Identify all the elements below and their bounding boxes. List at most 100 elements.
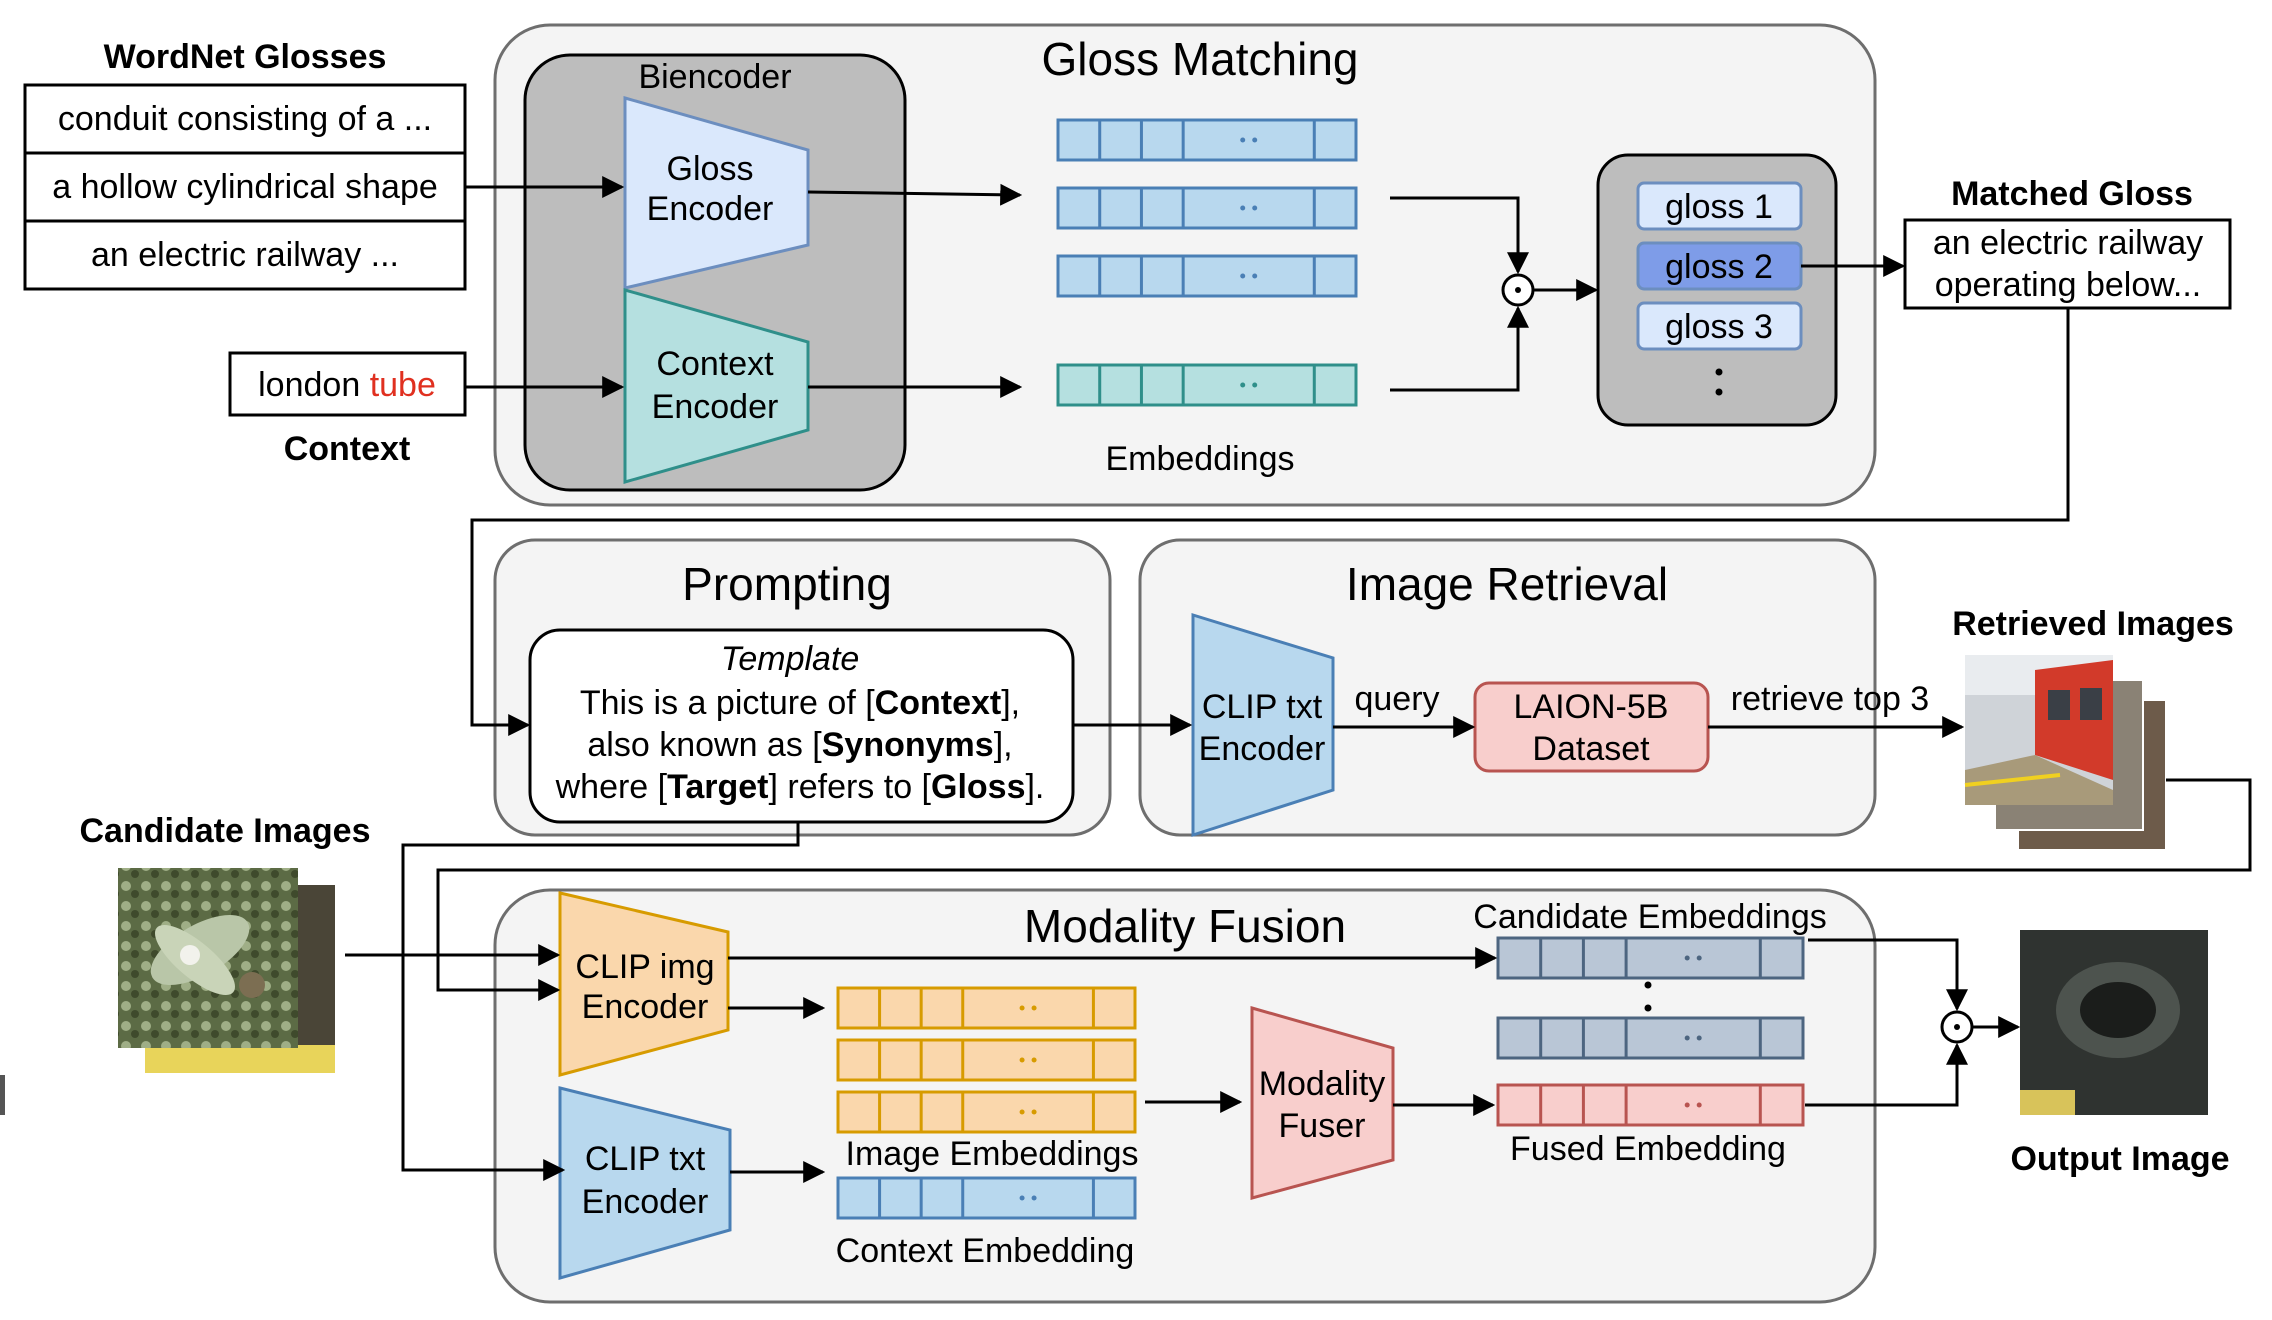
context-target-word: tube <box>370 366 436 404</box>
matched-gloss-line1: an electric railway <box>1933 224 2203 262</box>
candidate-images-stack <box>118 868 335 1073</box>
dataset-line1: LAION-5B <box>1514 688 1669 726</box>
retrieval-encoder-line2: Encoder <box>1199 730 1326 768</box>
arrow-gloss-encoder-to-embeds <box>807 183 1023 206</box>
context-encoder-line1: Context <box>656 345 774 383</box>
image-embedding-1 <box>836 986 1137 1030</box>
candidate-dot-a <box>1644 981 1652 989</box>
candidate-image-2-strip <box>145 1045 335 1073</box>
fuser-line1: Modality <box>1259 1065 1386 1103</box>
wordnet-gloss-2 <box>23 151 467 223</box>
template-line3: where [Target] refers to [Gloss]. <box>555 768 1045 806</box>
fusion-clip-txt-line2: Encoder <box>582 1183 709 1221</box>
wordnet-gloss-1 <box>23 83 467 155</box>
arrow-gloss-embeds-to-dot <box>1390 196 1529 275</box>
more-dot-b <box>1715 388 1723 396</box>
template-title: Template <box>721 640 860 678</box>
template-line3-c: ] refers to [ <box>769 768 932 806</box>
retrieved-image-1 <box>1964 655 2113 805</box>
candidate-dot-b <box>1644 1004 1652 1012</box>
image-embedding-2 <box>836 1038 1137 1082</box>
clip-img-encoder <box>558 891 730 1077</box>
template-line3-a: where [ <box>555 768 668 806</box>
candidate-image-1 <box>118 868 298 1048</box>
embeddings-label: Embeddings <box>1105 440 1294 478</box>
retrieve-label: retrieve top 3 <box>1731 680 1929 718</box>
context-embedding-vector <box>1056 363 1358 407</box>
gloss-item-1-label: gloss 1 <box>1665 188 1773 226</box>
matched-gloss-line2: operating below... <box>1935 266 2202 304</box>
gloss-embeddings <box>1056 118 1358 407</box>
dot-product-1-center <box>1515 287 1521 293</box>
template-line3-b: Target <box>667 768 768 806</box>
more-dot-a <box>1715 368 1723 376</box>
modality-fusion-title: Modality Fusion <box>1024 900 1346 952</box>
retrieved-images-stack <box>1964 655 2167 851</box>
template-line2-c: ], <box>994 726 1013 764</box>
context-word: london <box>258 366 360 404</box>
template-line1: This is a picture of [Context], <box>580 684 1020 722</box>
gloss-item-3-label: gloss 3 <box>1665 308 1773 346</box>
context-text: london tube <box>258 366 436 404</box>
arrow-fused-to-dot2 <box>1805 1042 1968 1107</box>
gloss-encoder-line1: Gloss <box>667 150 754 188</box>
output-image-title: Output Image <box>2010 1140 2229 1178</box>
prompting-title: Prompting <box>682 558 892 610</box>
fusion-embeddings <box>836 936 1805 1220</box>
connectors <box>345 176 2252 1183</box>
arrow-candidate-to-dot2 <box>1808 938 1968 1012</box>
matched-gloss-title: Matched Gloss <box>1951 175 2193 213</box>
clip-img-line1: CLIP img <box>575 948 714 986</box>
context-encoder <box>623 288 810 484</box>
template-line1-b: Context <box>875 684 1002 722</box>
fusion-context-embedding <box>836 1176 1137 1220</box>
arrow-template-to-clip-txt <box>401 822 800 1181</box>
gloss-encoder <box>623 96 810 290</box>
arrow-retrieved-to-clip-img <box>436 778 2252 1001</box>
wordnet-gloss-3-label: an electric railway ... <box>91 236 399 274</box>
biencoder-title: Biencoder <box>638 58 791 96</box>
template-line3-e: ]. <box>1025 768 1044 806</box>
gloss-embedding-3 <box>1056 254 1358 298</box>
gloss-item-2-label: gloss 2 <box>1665 248 1773 286</box>
template-line2: also known as [Synonyms], <box>587 726 1012 764</box>
wordnet-gloss-1-label: conduit consisting of a ... <box>58 100 432 138</box>
template-line2-b: Synonyms <box>822 726 994 764</box>
clip-img-line2: Encoder <box>582 988 709 1026</box>
context-box <box>228 351 467 417</box>
query-label: query <box>1354 680 1439 718</box>
image-embeddings-label: Image Embeddings <box>846 1135 1139 1173</box>
context-label: Context <box>284 430 411 468</box>
gloss-matching-title: Gloss Matching <box>1041 33 1358 85</box>
context-encoder-line2: Encoder <box>652 388 779 426</box>
template-line1-a: This is a picture of [ <box>580 684 875 722</box>
candidate-embeddings-label: Candidate Embeddings <box>1473 898 1826 936</box>
fused-embedding-label: Fused Embedding <box>1510 1130 1786 1168</box>
wordnet-gloss-2-label: a hollow cylindrical shape <box>52 168 438 206</box>
fusion-clip-txt-encoder <box>558 1086 732 1280</box>
arrow-context-embed-to-dot <box>1390 305 1529 392</box>
candidate-embedding-2 <box>1496 1016 1805 1060</box>
gloss-embedding-2 <box>1056 186 1358 230</box>
dot-product-2-center <box>1954 1024 1960 1030</box>
template-line2-a: also known as [ <box>587 726 822 764</box>
candidate-embedding-1 <box>1496 936 1805 980</box>
retrieval-encoder-line1: CLIP txt <box>1202 688 1323 726</box>
image-embedding-3 <box>836 1090 1137 1134</box>
left-edge-mark <box>0 1075 5 1115</box>
gloss-embedding-1 <box>1056 118 1358 162</box>
template-line3-d: Gloss <box>931 768 1025 806</box>
fuser-line2: Fuser <box>1279 1107 1366 1145</box>
fusion-clip-txt-line1: CLIP txt <box>585 1140 706 1178</box>
retrieved-images-title: Retrieved Images <box>1952 605 2234 643</box>
gloss-item-3 <box>1636 301 1803 351</box>
template-line1-c: ], <box>1001 684 1020 722</box>
modality-fuser <box>1250 1006 1395 1200</box>
arrow-matched-to-prompting <box>470 308 2070 736</box>
candidate-images-title: Candidate Images <box>80 812 371 850</box>
retrieval-clip-txt-encoder <box>1191 612 1335 838</box>
wordnet-gloss-3 <box>23 219 467 291</box>
gloss-encoder-line2: Encoder <box>647 190 774 228</box>
output-image <box>2020 930 2208 1115</box>
